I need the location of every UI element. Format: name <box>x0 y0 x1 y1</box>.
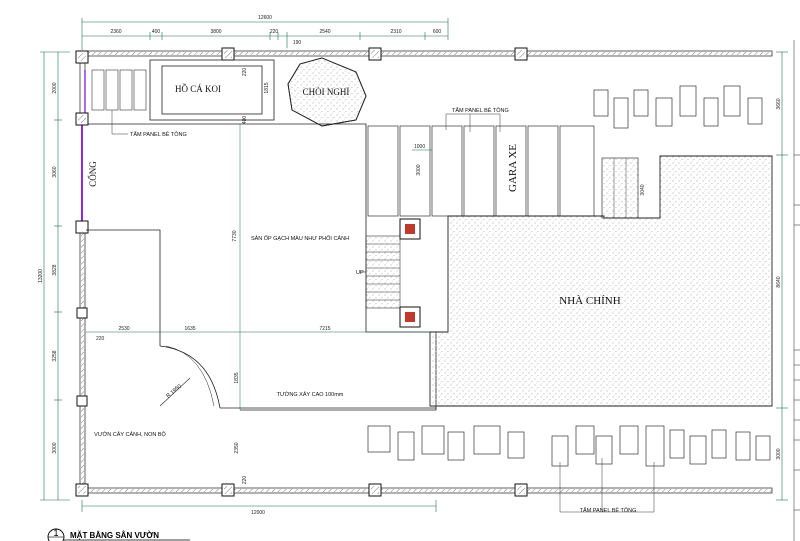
panel-label-top: TẤM PANEL BÊ TÔNG <box>452 106 509 114</box>
dim-220a: 220 <box>96 336 105 342</box>
dim-left-4: 3258 <box>52 350 58 361</box>
dim-7215: 7215 <box>319 326 330 332</box>
dim-right-3: 3000 <box>776 448 782 459</box>
pavilion-label: CHÒI NGHỈ <box>303 87 350 97</box>
entry-stair <box>360 235 401 309</box>
koi-pond-label: HỒ CÁ KOI <box>175 84 221 94</box>
paving-label: SÂN ỐP GẠCH MÀU NHƯ PHỐI CẢNH <box>251 235 349 242</box>
dim-bottom-total: 12000 <box>251 510 265 516</box>
dim-2350: 2350 <box>234 442 240 453</box>
koi-pond <box>149 59 275 121</box>
dim-top-5: 190 <box>293 40 302 46</box>
dim-400: 400 <box>242 116 248 125</box>
top-dimension-chain <box>81 18 449 50</box>
dim-3040: 3040 <box>640 184 646 195</box>
dim-1000: 1000 <box>414 144 425 150</box>
dim-left-1: 2000 <box>52 82 58 93</box>
garage-label: GARA XE <box>507 144 519 192</box>
dim-top-total: 12600 <box>258 15 272 21</box>
dim-1835: 1835 <box>234 372 240 383</box>
main-house-label: NHÀ CHÍNH <box>559 295 620 307</box>
panel-label-top-left: TẤM PANEL BÊ TÔNG <box>130 130 187 138</box>
dim-top-7: 2310 <box>390 29 401 35</box>
radius-leader <box>159 377 191 407</box>
dim-top-3: 3800 <box>210 29 221 35</box>
dim-left-5: 3000 <box>52 442 58 453</box>
dim-220b: 220 <box>242 476 248 485</box>
dim-left-2: 3060 <box>52 166 58 177</box>
dim-top-6: 2540 <box>319 29 330 35</box>
garage-panels <box>367 125 595 217</box>
bottom-panel-leaders <box>559 458 655 513</box>
main-house <box>429 155 773 407</box>
sheet-border-right <box>793 40 800 541</box>
garden-label: VƯỜN CÂY CẢNH, NON BỘ <box>94 431 166 438</box>
dim-top-2: 400 <box>152 29 161 35</box>
garden-bed <box>86 229 436 409</box>
stair-up-label: UP <box>356 270 364 276</box>
bottom-panels <box>367 425 771 467</box>
left-dimension-chain <box>40 51 70 501</box>
panel-label-bottom: TẤM PANEL BÊ TÔNG <box>580 506 637 514</box>
radius-label: R 1950 <box>165 384 182 400</box>
dim-2530: 2530 <box>118 326 129 332</box>
entry-pillars <box>399 218 421 328</box>
right-top-panels <box>593 85 763 129</box>
dim-right-1: 3660 <box>776 98 782 109</box>
dim-right-2: 8640 <box>776 276 782 287</box>
right-dimension-chain <box>776 51 788 501</box>
dim-1635: 1635 <box>184 326 195 332</box>
garage-steps <box>601 157 639 219</box>
pillar-hatch <box>78 50 525 494</box>
title-text: MẶT BẰNG SÂN VƯỜN <box>70 531 159 540</box>
top-left-panels <box>91 69 147 111</box>
dim-koi-2: 220 <box>242 68 248 77</box>
dim-7730: 7730 <box>232 230 238 241</box>
dim-top-4: 220 <box>270 29 279 35</box>
dim-top-8: 600 <box>433 29 442 35</box>
dim-left-total: 13200 <box>38 269 44 283</box>
dim-koi: 1815 <box>264 82 270 93</box>
low-wall-label: TƯỜNG XÂY CAO 100mm <box>277 391 344 398</box>
dim-left-3: 3828 <box>52 264 58 275</box>
drawing-title <box>47 528 190 541</box>
dim-top-1: 2360 <box>110 29 121 35</box>
bottom-dimension-chain <box>81 500 437 512</box>
pavilion <box>287 57 367 127</box>
title-number: 1 <box>53 528 58 538</box>
dim-3000: 3000 <box>416 164 422 175</box>
gate <box>81 70 86 226</box>
gate-label: CỔNG <box>88 161 98 187</box>
